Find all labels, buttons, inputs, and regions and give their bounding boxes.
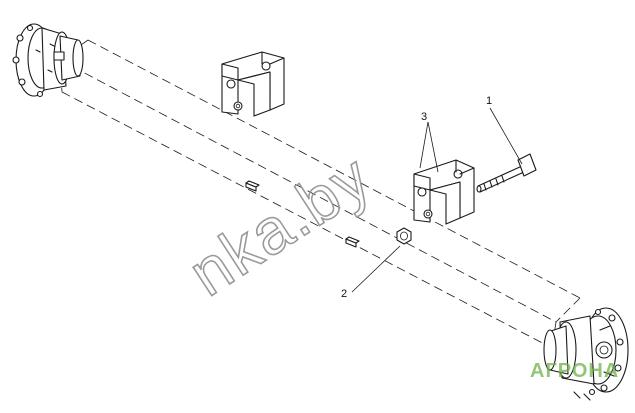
left-hub-assembly [12, 23, 84, 98]
callout-2: 2 [341, 245, 401, 300]
callout-1: 1 [486, 95, 523, 165]
bolt-part-1 [476, 153, 537, 193]
nut-part-2 [396, 227, 412, 245]
callout-3-label: 3 [421, 111, 427, 123]
bracket-part-3 [413, 159, 475, 225]
upper-mounting-bracket [221, 51, 285, 117]
watermark-text: nka.by [176, 140, 383, 310]
callout-2-label: 2 [341, 288, 347, 300]
axle-key-left [245, 180, 260, 192]
callout-3: 3 [419, 111, 439, 173]
callout-1-label: 1 [486, 95, 492, 107]
brand-logo: АГРОНА [530, 360, 619, 382]
right-hub-assembly [543, 307, 629, 401]
axle-key-right [345, 236, 360, 248]
